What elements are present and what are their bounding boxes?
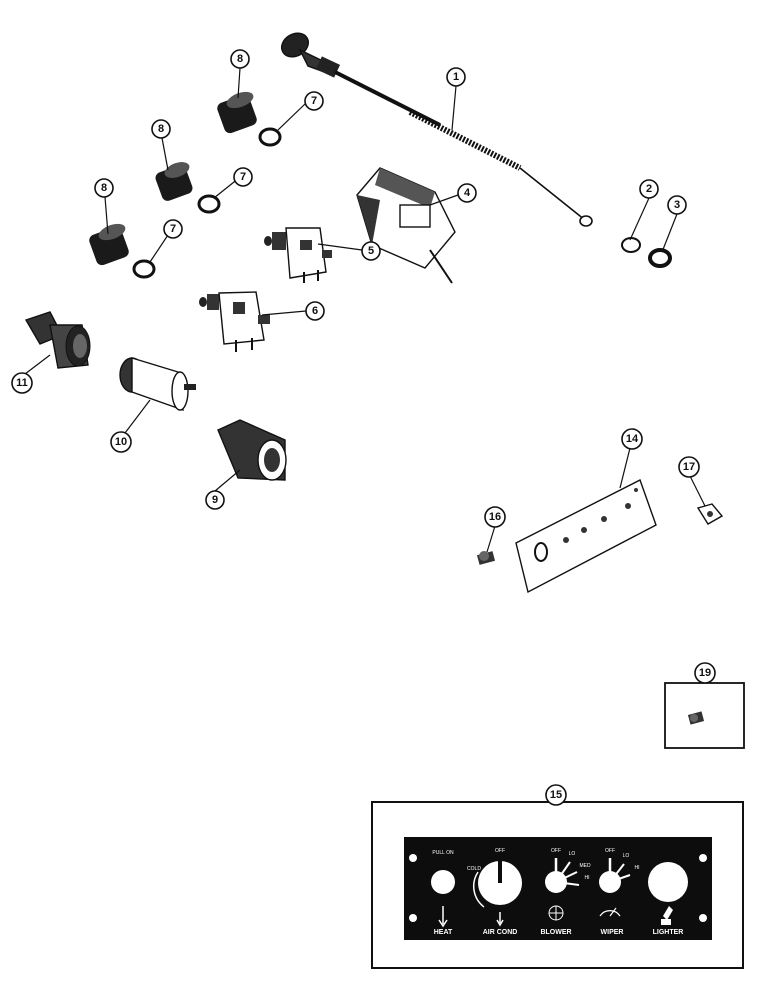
part-7-nut-a bbox=[258, 127, 282, 147]
part-8-knob-c bbox=[89, 223, 129, 266]
callout-1: 1 bbox=[446, 67, 466, 87]
callout-7b: 7 bbox=[233, 167, 253, 187]
callout-4: 4 bbox=[457, 183, 477, 203]
part-3-nut bbox=[648, 248, 672, 268]
callout-7a: 7 bbox=[304, 91, 324, 111]
callout-3-label: 3 bbox=[674, 199, 680, 211]
panel-label-off-wiper: OFF bbox=[605, 848, 615, 854]
callout-19-label: 19 bbox=[699, 667, 711, 679]
part-9-lighter-socket bbox=[217, 419, 287, 481]
callout-7a-label: 7 bbox=[311, 95, 317, 107]
callout-15-label: 15 bbox=[550, 789, 562, 801]
callout-15: 15 bbox=[545, 784, 567, 806]
callout-8b-label: 8 bbox=[158, 123, 164, 135]
callout-14: 14 bbox=[621, 428, 643, 450]
callout-8c: 8 bbox=[94, 178, 114, 198]
callout-8a: 8 bbox=[230, 49, 250, 69]
callout-3: 3 bbox=[667, 195, 687, 215]
callout-7b-label: 7 bbox=[240, 171, 246, 183]
panel-label-off-ac: OFF bbox=[495, 848, 505, 854]
callout-17: 17 bbox=[678, 456, 700, 478]
callout-6-label: 6 bbox=[312, 305, 318, 317]
callout-9: 9 bbox=[205, 490, 225, 510]
callout-11: 11 bbox=[11, 372, 33, 394]
part-17-clip bbox=[696, 503, 724, 525]
callout-7c-label: 7 bbox=[170, 223, 176, 235]
callout-8c-label: 8 bbox=[101, 182, 107, 194]
callout-11-label: 11 bbox=[16, 377, 28, 389]
callout-10: 10 bbox=[110, 431, 132, 453]
panel-label-air-cond: AIR COND bbox=[483, 929, 518, 936]
part-11-lighter-plug bbox=[24, 311, 91, 369]
panel-label-med: MED bbox=[579, 863, 591, 869]
part-7-nut-b bbox=[197, 194, 221, 214]
panel-label-hi-blower: HI bbox=[585, 875, 590, 881]
part-15-instrument-panel bbox=[371, 801, 744, 969]
callout-9-label: 9 bbox=[212, 494, 218, 506]
part-7-nut-c bbox=[132, 259, 156, 279]
part-8-knob-b bbox=[155, 162, 193, 201]
part-1-control-cable bbox=[280, 32, 593, 227]
part-10-lighter-element bbox=[119, 357, 196, 412]
part-16-screw bbox=[476, 551, 496, 565]
callout-16: 16 bbox=[484, 506, 506, 528]
panel-label-hi-wiper: HI bbox=[635, 865, 640, 871]
callout-5-label: 5 bbox=[368, 245, 374, 257]
panel-label-lo-wiper: LO bbox=[623, 853, 630, 859]
callout-8b: 8 bbox=[151, 119, 171, 139]
part-6-switch bbox=[199, 291, 270, 352]
panel-label-blower: BLOWER bbox=[540, 929, 571, 936]
part-2-washer bbox=[621, 237, 641, 253]
callout-2: 2 bbox=[639, 179, 659, 199]
callout-7c: 7 bbox=[163, 219, 183, 239]
callout-14-label: 14 bbox=[626, 433, 639, 445]
panel-label-pull-on: PULL ON bbox=[432, 850, 454, 856]
callout-8a-label: 8 bbox=[237, 53, 243, 65]
panel-label-lighter: LIGHTER bbox=[653, 929, 684, 936]
callout-19: 19 bbox=[694, 662, 716, 684]
callout-16-label: 16 bbox=[489, 511, 501, 523]
part-5-switch bbox=[264, 227, 332, 283]
part-14-mounting-plate bbox=[515, 479, 657, 594]
panel-label-heat: HEAT bbox=[434, 929, 453, 936]
callout-5: 5 bbox=[361, 241, 381, 261]
panel-label-lo-blower: LO bbox=[569, 851, 576, 857]
part-19-inset bbox=[664, 682, 745, 749]
callout-1-label: 1 bbox=[453, 71, 459, 83]
callout-6: 6 bbox=[305, 301, 325, 321]
panel-label-cold: COLD bbox=[467, 866, 481, 872]
callout-4-label: 4 bbox=[464, 187, 471, 199]
callout-17-label: 17 bbox=[683, 461, 695, 473]
leader-lines bbox=[24, 67, 706, 553]
panel-label-wiper: WIPER bbox=[601, 929, 624, 936]
panel-label-off-blower: OFF bbox=[551, 848, 561, 854]
part-8-knob-a bbox=[217, 91, 257, 134]
part-4-switch-housing bbox=[356, 167, 456, 284]
callout-10-label: 10 bbox=[115, 436, 127, 448]
callout-2-label: 2 bbox=[646, 183, 652, 195]
